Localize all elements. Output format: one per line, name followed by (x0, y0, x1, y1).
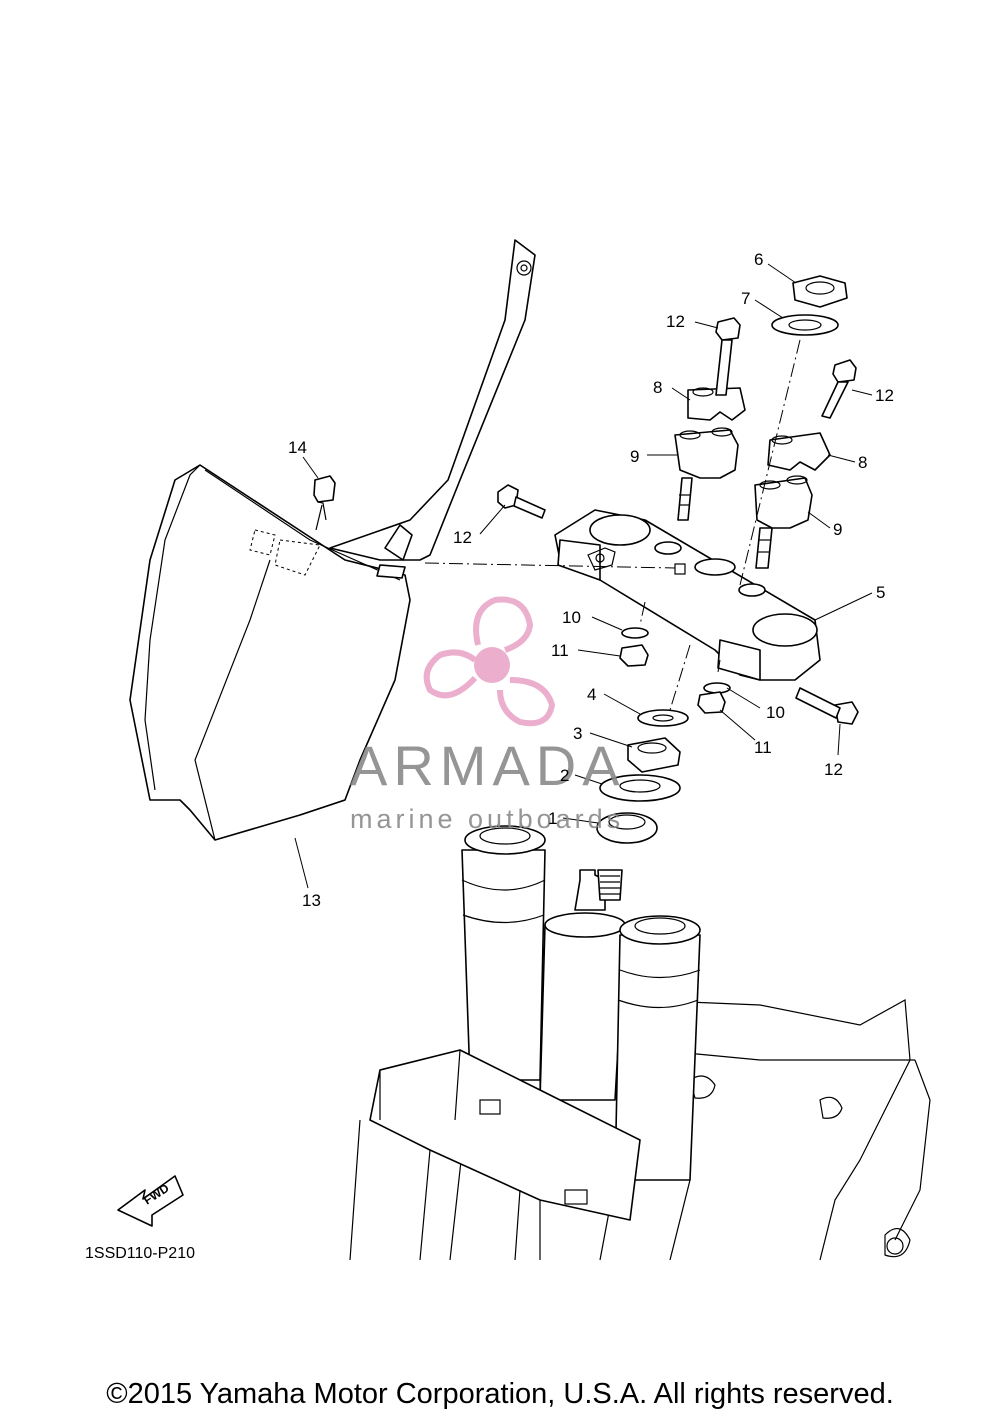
washers-nuts-drawing (619, 627, 731, 714)
stem-bearing-parts-drawing (596, 709, 689, 844)
callout-12-top: 12 (666, 312, 685, 331)
callout-11-left: 11 (551, 641, 569, 660)
bolt-14-drawing (313, 475, 336, 531)
callout-3: 3 (573, 724, 582, 743)
diagram-code: 1SSD110-P210 (85, 1245, 195, 1262)
number-plate-drawing (129, 239, 536, 841)
upper-clamp-drawing (554, 509, 821, 681)
callout-8-left: 8 (653, 378, 662, 397)
callout-10-left: 10 (562, 608, 581, 627)
callout-5: 5 (876, 583, 885, 602)
frame-and-fork-drawing (349, 825, 931, 1261)
assembly-center-lines (424, 339, 801, 711)
nut-washer-drawing (771, 275, 848, 336)
callout-8-right: 8 (858, 453, 867, 472)
callout-14: 14 (288, 438, 307, 457)
copyright-footer: ©2015 Yamaha Motor Corporation, U.S.A. A… (106, 1378, 894, 1410)
callout-7: 7 (741, 289, 750, 308)
fwd-arrow-icon: FWD (117, 1175, 184, 1227)
callout-4: 4 (587, 685, 596, 704)
callout-6: 6 (754, 250, 763, 269)
callout-1: 1 (548, 809, 557, 828)
callout-13: 13 (302, 891, 321, 910)
callout-12-bottom: 12 (824, 760, 843, 779)
watermark-title: ARMADA (350, 734, 626, 797)
watermark-subtitle: marine outboards (350, 804, 624, 834)
callout-labels: 1 2 3 4 5 6 7 8 8 9 9 10 10 11 11 12 12 … (288, 250, 894, 910)
callout-12-left: 12 (453, 528, 472, 547)
callout-10-right: 10 (766, 703, 785, 722)
armada-watermark: ARMADA marine outboards (350, 596, 626, 834)
callout-2: 2 (560, 766, 569, 785)
handlebar-holders-drawing (497, 317, 859, 725)
callout-leaders (294, 263, 873, 889)
callout-11-right: 11 (754, 738, 772, 757)
callout-12-right: 12 (875, 386, 894, 405)
callout-9-left: 9 (630, 447, 639, 466)
callout-9-right: 9 (833, 520, 842, 539)
propeller-logo (423, 596, 556, 727)
